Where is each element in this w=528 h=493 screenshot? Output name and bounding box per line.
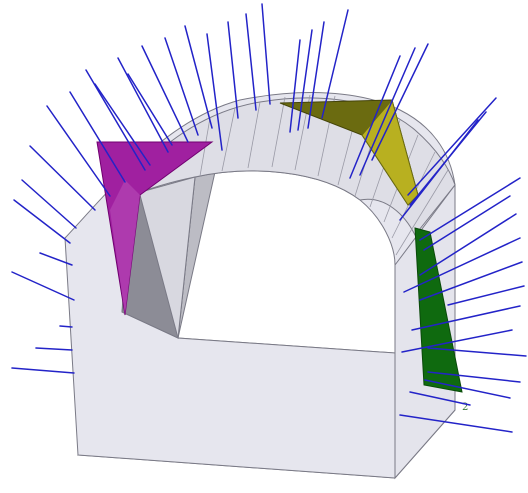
rock-bolt	[371, 43, 429, 161]
rock-bolt	[59, 325, 73, 328]
rock-bolt	[117, 57, 169, 153]
rock-bolt	[409, 391, 471, 406]
rock-bolt	[411, 305, 521, 331]
rock-bolt	[399, 119, 479, 221]
rock-bolt	[447, 285, 525, 306]
rock-bolt	[423, 195, 511, 251]
rock-bolt	[349, 55, 401, 179]
rock-bolt	[29, 145, 96, 211]
rock-bolt	[13, 199, 71, 244]
rock-bolt	[297, 29, 313, 131]
rock-bolt	[184, 25, 213, 129]
rock-bolt	[427, 371, 521, 383]
rock-bolt	[245, 13, 257, 111]
wedge-left-lower	[110, 180, 140, 315]
rock-bolt	[141, 45, 189, 143]
rock-bolt	[69, 91, 126, 183]
rock-bolt	[35, 347, 73, 351]
rock-bolt	[206, 33, 223, 151]
rock-bolt	[419, 261, 523, 301]
wedge-label-2: 2	[462, 402, 468, 413]
rock-bolt	[424, 379, 511, 399]
rock-bolt	[127, 73, 173, 146]
rock-bolt	[39, 252, 73, 266]
rock-bolt	[419, 177, 521, 241]
rock-bolt	[427, 347, 527, 357]
rock-bolt	[359, 47, 416, 176]
rock-bolt	[399, 414, 513, 433]
rock-bolt	[11, 271, 75, 301]
rock-bolt	[407, 97, 497, 196]
rock-bolt	[289, 39, 301, 133]
rock-bolt	[419, 213, 517, 276]
rock-bolt	[11, 367, 75, 374]
rock-bolt	[46, 105, 111, 197]
rock-bolt	[307, 21, 325, 129]
rock-bolt	[401, 329, 513, 353]
rock-bolt	[21, 179, 77, 229]
rock-bolt	[164, 37, 199, 136]
rock-bolt	[227, 21, 239, 119]
rock-bolt	[261, 3, 271, 105]
rock-bolt	[403, 237, 521, 293]
rock-bolt	[94, 83, 151, 166]
wedge-right	[414, 227, 463, 393]
rock-bolt	[321, 9, 349, 119]
rock-bolt	[85, 69, 146, 171]
rock-bolts	[11, 3, 527, 433]
